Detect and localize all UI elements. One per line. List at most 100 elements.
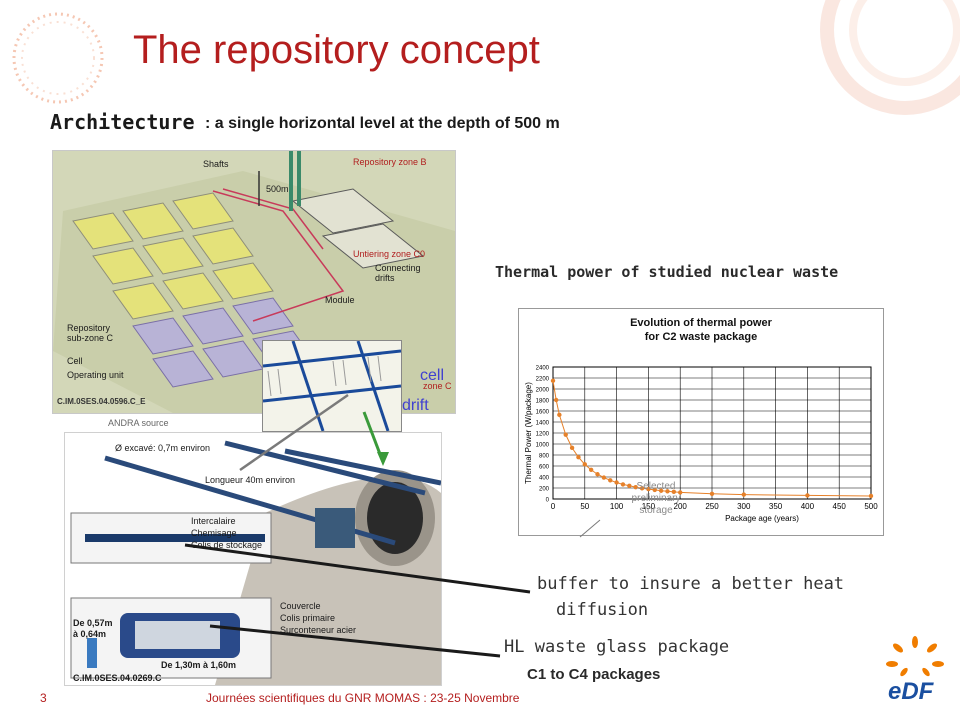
- data-point: [550, 378, 556, 383]
- x-tick-label: 0: [551, 502, 556, 511]
- label-package-length: De 1,30m à 1,60m: [161, 660, 237, 670]
- x-tick-label: 500: [864, 502, 878, 511]
- chart-caption: Thermal power of studied nuclear waste: [495, 263, 839, 281]
- data-point: [553, 397, 559, 403]
- annotation-storage: storage: [639, 505, 673, 516]
- y-tick-label: 1400: [536, 421, 550, 427]
- label-zone-c: zone C: [423, 381, 452, 391]
- y-tick-label: 2000: [536, 388, 550, 394]
- y-tick-label: 1200: [536, 432, 550, 438]
- tunnel-code: C.IM.0SES.04.0269.C: [73, 673, 162, 683]
- chart-plot: 0200400600800100012001400160018002000220…: [524, 366, 878, 524]
- label-cell: Cell: [67, 356, 83, 366]
- label-colis-primaire: Colis primaire: [280, 613, 336, 623]
- edf-logo: eDF: [886, 636, 944, 706]
- data-point: [582, 462, 587, 467]
- hl-package-text: HL waste glass package: [504, 637, 730, 657]
- architecture-subtitle: : a single horizontal level at the depth…: [205, 115, 560, 132]
- repository-plan-image: Shafts Repository zone B 500m Untiering …: [52, 150, 456, 414]
- data-point: [601, 475, 607, 480]
- data-point: [595, 472, 600, 477]
- data-point: [639, 486, 645, 491]
- y-tick-label: 1600: [536, 410, 550, 416]
- y-tick-label: 1800: [536, 399, 550, 405]
- data-point: [652, 487, 657, 493]
- data-point: [678, 490, 683, 495]
- thermal-power-chart: Evolution of thermal power for C2 waste …: [518, 308, 884, 536]
- label-intercalaire: Intercalaire: [191, 516, 236, 526]
- x-tick-label: 200: [674, 502, 688, 511]
- cell-drift-inset: [262, 340, 402, 432]
- y-tick-label: 2200: [536, 377, 550, 383]
- data-point: [709, 491, 715, 496]
- label-repository-1: Repository: [67, 323, 111, 333]
- x-tick-label: 100: [610, 502, 624, 511]
- data-point: [741, 492, 746, 497]
- data-point: [627, 483, 632, 488]
- label-colis-stockage: Colis de stockage: [191, 540, 263, 550]
- annotation-preliminary: preliminary: [631, 493, 681, 504]
- plan-code: C.IM.0SES.04.0596.C_E: [57, 397, 146, 406]
- label-depth: 500m: [266, 184, 289, 194]
- data-point: [658, 488, 664, 493]
- label-couvercle: Couvercle: [280, 601, 321, 611]
- edf-sun-icon: [886, 636, 944, 677]
- label-repository-2: sub-zone C: [67, 333, 114, 343]
- chart-title-line-2: for C2 waste package: [644, 331, 758, 343]
- annotation-selected: Selected: [636, 481, 676, 492]
- data-point: [805, 493, 810, 498]
- data-point: [608, 478, 613, 483]
- label-diameter: Ø excavé: 0,7m environ: [115, 443, 211, 453]
- data-point: [614, 480, 619, 485]
- x-tick-label: 250: [705, 502, 719, 511]
- callout-cell: cell: [420, 367, 445, 384]
- y-tick-label: 600: [539, 465, 550, 471]
- footer-text: Journées scientifiques du GNR MOMAS : 23…: [206, 691, 520, 705]
- data-point: [868, 493, 874, 499]
- label-connecting-2: drifts: [375, 273, 395, 283]
- label-zone-b: Repository zone B: [353, 157, 427, 167]
- y-tick-label: 2400: [536, 366, 550, 372]
- source-credit: ANDRA source: [108, 418, 169, 428]
- edf-logo-text: eDF: [888, 678, 934, 705]
- x-tick-label: 400: [801, 502, 815, 511]
- y-tick-label: 0: [546, 498, 550, 504]
- y-tick-label: 1000: [536, 443, 550, 449]
- x-tick-label: 300: [737, 502, 751, 511]
- callout-drift: drift: [402, 397, 429, 414]
- x-tick-label: 50: [580, 502, 589, 511]
- tunnel-cutaway-image: Ø excavé: 0,7m environ Longueur 40m envi…: [64, 432, 442, 686]
- y-axis-label: Thermal Power (W/package): [524, 382, 533, 484]
- label-operating-unit: Operating unit: [67, 370, 124, 380]
- label-module: Module: [325, 295, 355, 305]
- label-height-1: De 0,57m: [73, 618, 113, 628]
- data-point: [576, 455, 581, 460]
- data-point: [588, 467, 594, 473]
- data-point: [633, 484, 638, 490]
- data-point: [563, 432, 568, 437]
- label-chemisage: Chemisage: [191, 528, 237, 538]
- chart-title-line-1: Evolution of thermal power: [630, 317, 772, 329]
- data-point: [620, 482, 626, 487]
- data-point: [569, 445, 575, 451]
- buffer-text-line-1: buffer to insure a better heat: [537, 574, 845, 594]
- x-tick-label: 150: [642, 502, 656, 511]
- x-tick-label: 450: [833, 502, 847, 511]
- slide-title: The repository concept: [133, 28, 540, 72]
- label-connecting-1: Connecting: [375, 263, 421, 273]
- packages-text: C1 to C4 packages: [527, 666, 661, 683]
- data-point: [646, 486, 651, 492]
- x-axis-label: Package age (years): [725, 514, 799, 523]
- buffer-text-line-2: diffusion: [556, 600, 649, 620]
- x-tick-label: 350: [769, 502, 783, 511]
- y-tick-label: 200: [539, 487, 550, 493]
- label-length: Longueur 40m environ: [205, 475, 296, 485]
- label-conteneur: Surconteneur acier: [280, 625, 357, 635]
- page-number: 3: [40, 691, 47, 705]
- y-tick-label: 400: [539, 476, 550, 482]
- architecture-heading: Architecture: [50, 110, 195, 134]
- data-point: [557, 412, 562, 418]
- label-height-2: à 0,64m: [73, 629, 107, 639]
- y-tick-label: 800: [539, 454, 550, 460]
- label-shafts: Shafts: [203, 159, 229, 169]
